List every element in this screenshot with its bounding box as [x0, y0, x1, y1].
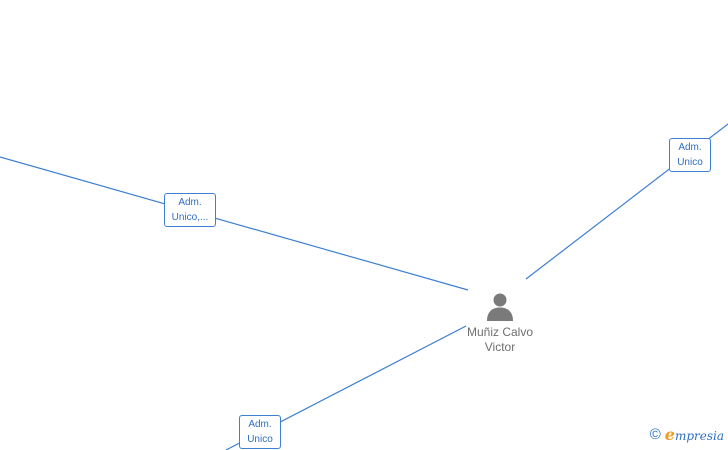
brand-rest: mpresia: [674, 429, 724, 443]
person-node[interactable]: Muñiz Calvo Victor: [460, 291, 540, 355]
person-name-line1: Muñiz Calvo: [466, 325, 534, 339]
edge-label-line1: Adm.: [678, 142, 702, 153]
edge-label-line1: Adm.: [178, 197, 202, 208]
brand-initial: e: [664, 425, 675, 444]
edge-label-top-left[interactable]: Adm. Unico,...: [164, 193, 216, 227]
edge-line-top-left: [0, 156, 469, 291]
copyright-icon: ©: [649, 426, 661, 443]
edge-label-line2: Unico: [677, 157, 703, 168]
edge-label-line2: Unico: [247, 434, 273, 445]
edge-label-bottom-left[interactable]: Adm. Unico: [239, 415, 281, 449]
edge-label-top-right[interactable]: Adm. Unico: [669, 138, 711, 172]
person-name-line2: Victor: [484, 340, 516, 354]
empresia-logo: empresia: [665, 425, 724, 444]
empresia-watermark: © empresia: [650, 425, 724, 444]
edge-label-line1: Adm.: [248, 419, 272, 430]
edge-label-line2: Unico,...: [171, 212, 209, 223]
person-icon: [487, 293, 513, 321]
